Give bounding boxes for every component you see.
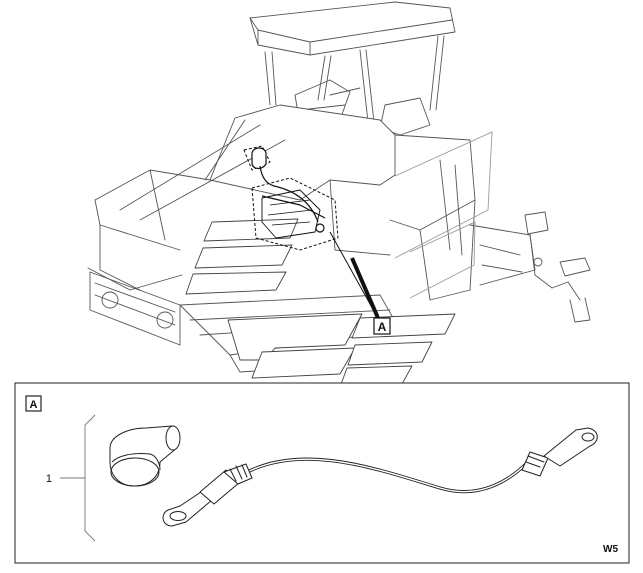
perspective-guide-lines [394, 131, 493, 299]
item-bracket [60, 414, 96, 542]
figure-code: W5 [603, 544, 618, 555]
detail-frame-label: A [30, 399, 38, 411]
terminal-cap-part [109, 425, 181, 487]
callout-leader [329, 231, 381, 323]
detail-callout-marker: A [373, 317, 391, 335]
battery-cable-part [162, 427, 598, 527]
highlighted-battery-cable [243, 145, 339, 251]
chevron-pattern [185, 218, 456, 388]
paver-machine-illustration [87, 1, 591, 373]
detail-callout-label: A [378, 320, 387, 334]
item-number: 1 [46, 473, 52, 485]
